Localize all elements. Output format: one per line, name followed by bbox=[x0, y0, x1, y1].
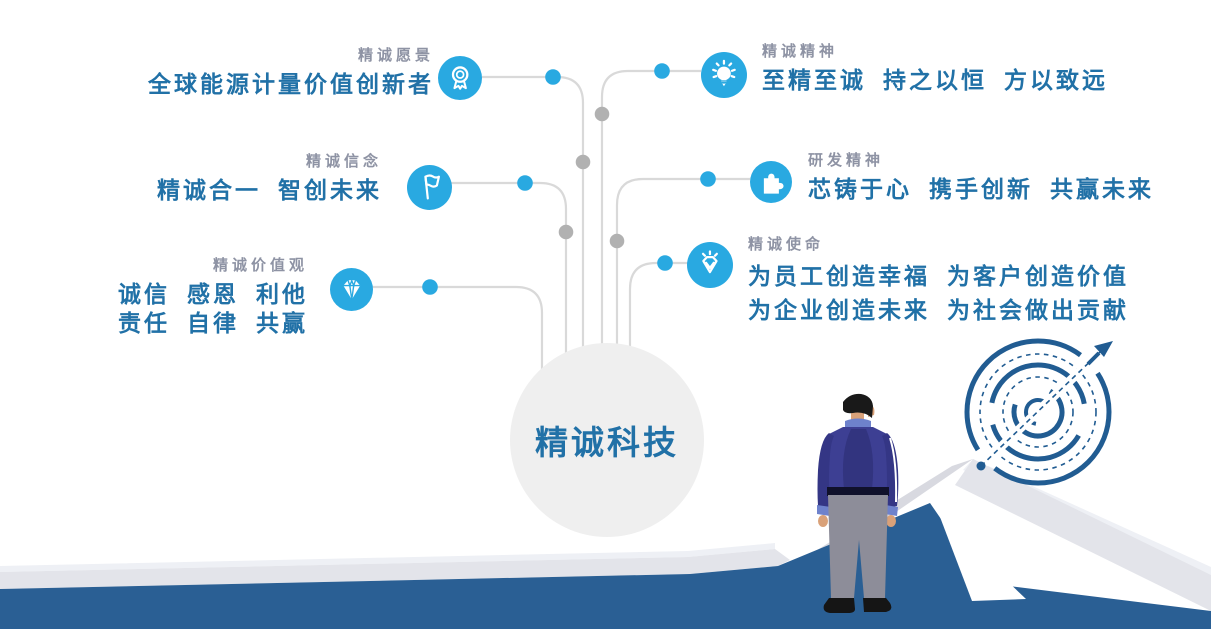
line-values bbox=[372, 285, 544, 372]
item-rd-spirit-label: 研发精神 bbox=[808, 151, 885, 169]
gem-icon bbox=[687, 242, 733, 288]
company-name: 精诚科技 bbox=[535, 423, 679, 462]
blue-node-dot bbox=[700, 171, 716, 187]
item-values: 精诚价值观 诚信 感恩 利他 责任 自律 共赢 bbox=[118, 256, 308, 339]
medal-icon bbox=[438, 56, 482, 100]
gray-node-dot bbox=[609, 233, 625, 249]
line-belief bbox=[451, 181, 568, 356]
flag-icon bbox=[407, 165, 452, 210]
gray-node-dot bbox=[558, 224, 574, 240]
blue-node-dot bbox=[517, 175, 533, 191]
person-figure bbox=[817, 393, 899, 613]
item-rd-spirit-text: 芯铸于心 携手创新 共赢未来 bbox=[808, 177, 1155, 203]
blue-node-dot bbox=[657, 255, 673, 271]
item-values-text-line1: 诚信 感恩 利他 bbox=[117, 282, 308, 308]
gray-node-dot bbox=[575, 154, 591, 170]
blue-node-dot bbox=[654, 63, 670, 79]
maze-arrow-head bbox=[1094, 341, 1113, 357]
item-spirit-text: 至精至诚 持之以恒 方以致远 bbox=[762, 68, 1109, 94]
diamond-icon bbox=[330, 268, 373, 311]
item-rd-spirit: 研发精神 芯铸于心 携手创新 共赢未来 bbox=[808, 151, 1154, 205]
item-values-text-line2: 责任 自律 共赢 bbox=[117, 311, 308, 337]
lightbulb-icon bbox=[701, 52, 747, 98]
gray-node-dot bbox=[594, 106, 610, 122]
line-spirit bbox=[600, 69, 701, 347]
line-mission bbox=[628, 261, 688, 350]
item-vision: 精诚愿景 全球能源计量价值创新者 bbox=[148, 46, 434, 100]
item-mission: 精诚使命 为员工创造幸福 为客户创造价值 为企业创造未来 为社会做出贡献 bbox=[748, 235, 1129, 328]
item-mission-text-line1: 为员工创造幸福 为客户创造价值 bbox=[748, 264, 1130, 290]
maze-path-dashed-line bbox=[980, 351, 1101, 467]
item-belief-label: 精诚信念 bbox=[305, 152, 382, 170]
item-vision-label: 精诚愿景 bbox=[357, 46, 434, 64]
maze-target-graphic bbox=[964, 338, 1113, 486]
item-vision-text: 全球能源计量价值创新者 bbox=[148, 72, 434, 98]
center-circle: 精诚科技 bbox=[510, 343, 704, 537]
item-spirit-label: 精诚精神 bbox=[762, 42, 839, 60]
item-spirit: 精诚精神 至精至诚 持之以恒 方以致远 bbox=[762, 42, 1108, 96]
item-belief: 精诚信念 精诚合一 智创未来 bbox=[157, 152, 382, 206]
maze-start-dot bbox=[976, 461, 986, 471]
blue-node-dot bbox=[545, 69, 561, 85]
line-rd-spirit bbox=[615, 177, 750, 347]
blue-node-dot bbox=[422, 279, 438, 295]
item-values-label: 精诚价值观 bbox=[212, 256, 308, 274]
item-mission-label: 精诚使命 bbox=[748, 235, 825, 253]
puzzle-icon bbox=[750, 161, 792, 203]
item-belief-text: 精诚合一 智创未来 bbox=[156, 178, 382, 204]
item-mission-text-line2: 为企业创造未来 为社会做出贡献 bbox=[748, 298, 1130, 324]
